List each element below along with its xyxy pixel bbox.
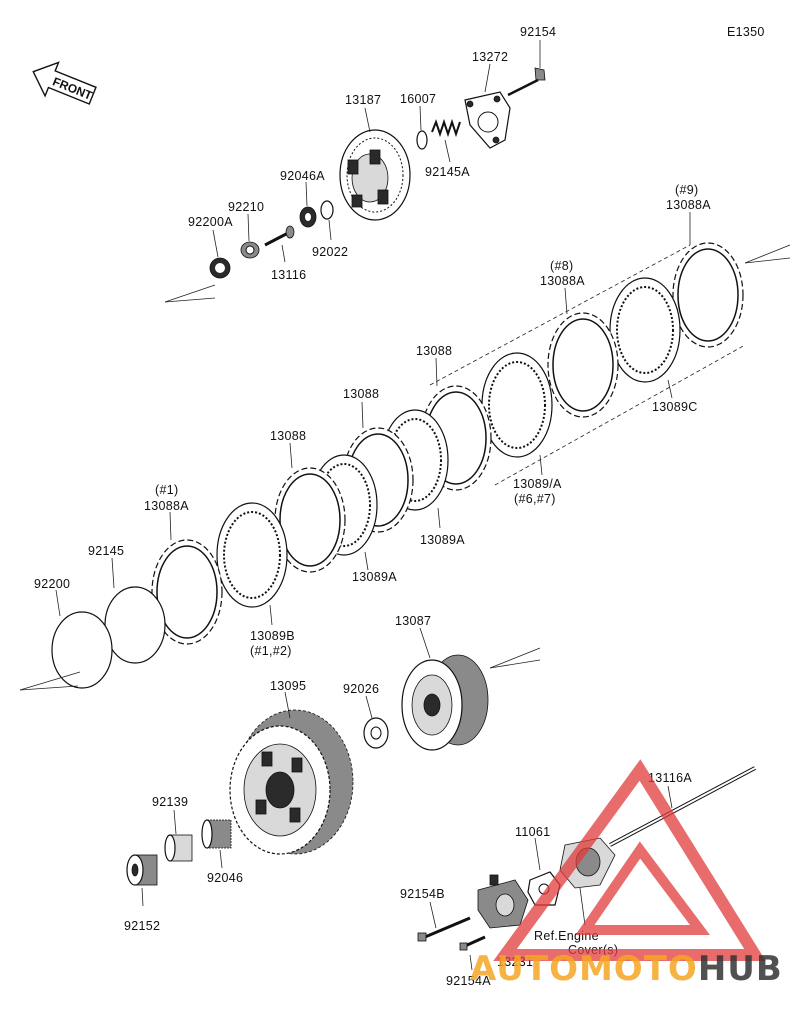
label-1-2: (#1,#2) <box>250 644 292 658</box>
label-13116A: 13116A <box>648 771 692 785</box>
release-lever-13231 <box>477 874 529 929</box>
friction-plate-13088A-8 <box>547 312 619 418</box>
label-92046: 92046 <box>207 871 243 885</box>
bolt-92154A <box>459 935 486 951</box>
bolt-92154B <box>417 916 471 942</box>
collar-92139 <box>164 834 193 862</box>
label-92200A: 92200A <box>188 215 233 229</box>
label-92145: 92145 <box>88 544 124 558</box>
friction-plate-13088A-1 <box>151 539 223 645</box>
clutch-hub-13087 <box>401 654 489 751</box>
lifter-plate-13272 <box>464 91 511 149</box>
label-9-mark: (#9) <box>675 183 698 197</box>
label-13095: 13095 <box>270 679 306 693</box>
label-13089C: 13089C <box>652 400 698 414</box>
label-92152: 92152 <box>124 919 160 933</box>
label-13089B: 13089B <box>250 629 295 643</box>
ring-92145 <box>104 586 166 664</box>
label-16007: 16007 <box>400 92 436 106</box>
brand-part1: AUTOMOTO <box>470 949 698 989</box>
washer-92022 <box>320 200 334 220</box>
label-13187: 13187 <box>345 93 381 107</box>
diagram-code: E1350 <box>727 25 765 39</box>
label-11061: 11061 <box>515 825 550 839</box>
friction-plate-13088A-9 <box>672 242 744 348</box>
washer-92026 <box>363 717 389 749</box>
pressure-plate-13187 <box>339 129 411 221</box>
spring-92145A <box>431 118 461 138</box>
label-92022: 92022 <box>312 245 348 259</box>
label-13089A-b: 13089A <box>352 570 397 584</box>
label-1-mark: (#1) <box>155 483 178 497</box>
collar-92210 <box>240 241 260 259</box>
svg-text:AUTOMOTOHUB: AUTOMOTOHUB <box>470 949 783 989</box>
steel-plate-13089-A <box>481 352 553 458</box>
label-92046A: 92046A <box>280 169 325 183</box>
shaft-13116A <box>609 766 756 847</box>
label-13088A-8: 13088A <box>540 274 585 288</box>
seal-92200A <box>209 257 231 279</box>
label-92154A: 92154A <box>446 974 491 988</box>
seal-92152 <box>126 854 158 886</box>
label-92154: 92154 <box>520 25 556 39</box>
label-92145A: 92145A <box>425 165 470 179</box>
front-arrow: FRONT <box>32 61 97 105</box>
label-13088-b: 13088 <box>343 387 379 401</box>
label-13088-c: 13088 <box>270 429 306 443</box>
label-6-7: (#6,#7) <box>514 492 556 506</box>
steel-plate-13089C <box>609 277 681 383</box>
ring-92200 <box>51 611 113 689</box>
label-13088-a: 13088 <box>416 344 452 358</box>
label-92139: 92139 <box>152 795 188 809</box>
clutch-housing-13095 <box>229 709 354 855</box>
brand-part2: HUB <box>698 949 783 989</box>
label-92026: 92026 <box>343 682 379 696</box>
pushrod-13116 <box>264 225 295 247</box>
label-13272: 13272 <box>472 50 508 64</box>
steel-plate-13089B <box>216 502 288 608</box>
label-92210: 92210 <box>228 200 264 214</box>
watermark-brand: AUTOMOTOHUB <box>470 949 783 989</box>
label-13087: 13087 <box>395 614 431 628</box>
bearing-92046A <box>299 206 317 228</box>
label-13088A-top: 13088A <box>666 198 711 212</box>
label-8-mark: (#8) <box>550 259 573 273</box>
label-13089A-a: 13089A <box>420 533 465 547</box>
label-92154B: 92154B <box>400 887 445 901</box>
watermark-logo-icon <box>493 759 766 961</box>
label-13089-A: 13089/A <box>513 477 562 491</box>
label-92200: 92200 <box>34 577 70 591</box>
washer-16007 <box>416 130 428 150</box>
label-13116: 13116 <box>271 268 306 282</box>
friction-plate-13088-c <box>274 467 346 573</box>
label-13088A-1: 13088A <box>144 499 189 513</box>
bolt-92154 <box>507 67 546 97</box>
needle-bearing-92046 <box>201 819 232 849</box>
